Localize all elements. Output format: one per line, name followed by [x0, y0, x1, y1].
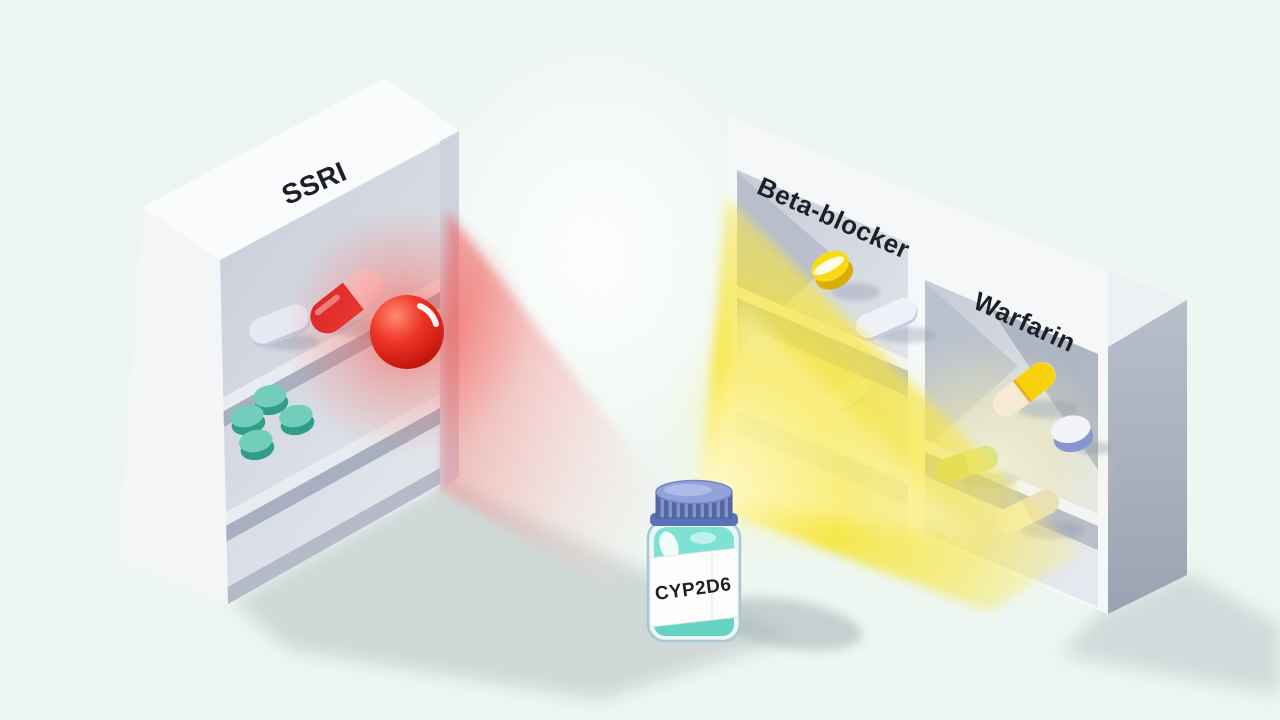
- left-cabinet-side-panel: [118, 207, 228, 604]
- left-cabinet-shadow: [232, 480, 790, 700]
- yellow-beam-core-streak: [700, 300, 980, 540]
- tablet-top: [230, 404, 264, 428]
- enzyme-vial: CYP2D6: [646, 479, 863, 651]
- vial-label: [649, 547, 739, 628]
- vial-glass-highlight: [690, 532, 716, 544]
- red-inhibition-beam: [441, 210, 668, 588]
- yellow-white-capsule: [993, 362, 1056, 417]
- teal-tablet: [239, 429, 275, 461]
- teal-tablet-group: [230, 384, 315, 461]
- tablet-top: [279, 404, 313, 428]
- teal-tablet: [279, 404, 315, 436]
- pill-shadow: [832, 283, 880, 301]
- pill-body: [855, 297, 917, 339]
- capsule-divider: [1012, 379, 1032, 403]
- tablet-top: [253, 384, 287, 408]
- blue-white-tablet: [1050, 415, 1094, 453]
- vial-glass-highlight: [659, 531, 679, 561]
- cabinet-bottom-edge: [226, 468, 440, 604]
- left-cabinet-top-face: [143, 78, 459, 260]
- pill-shadow: [1018, 400, 1078, 418]
- red-sphere-pill: [370, 295, 444, 369]
- tablet-top: [239, 429, 273, 453]
- yellow-round-pill: [811, 250, 854, 290]
- vial-shadow: [713, 597, 863, 651]
- cap-top-sheen: [664, 484, 712, 496]
- right-cabinet-shadow: [1060, 572, 1280, 695]
- white-capsule: [855, 297, 918, 341]
- teal-tablet: [230, 404, 266, 436]
- vial-cap: [650, 479, 738, 526]
- sphere-highlight: [417, 303, 439, 327]
- tablet-score-band: [813, 256, 844, 276]
- tablet-top: [1050, 415, 1091, 444]
- right-cabinet-top-sliver: [1108, 271, 1187, 347]
- right-cabinet-side-panel: [1108, 300, 1187, 614]
- teal-tablet: [253, 384, 289, 416]
